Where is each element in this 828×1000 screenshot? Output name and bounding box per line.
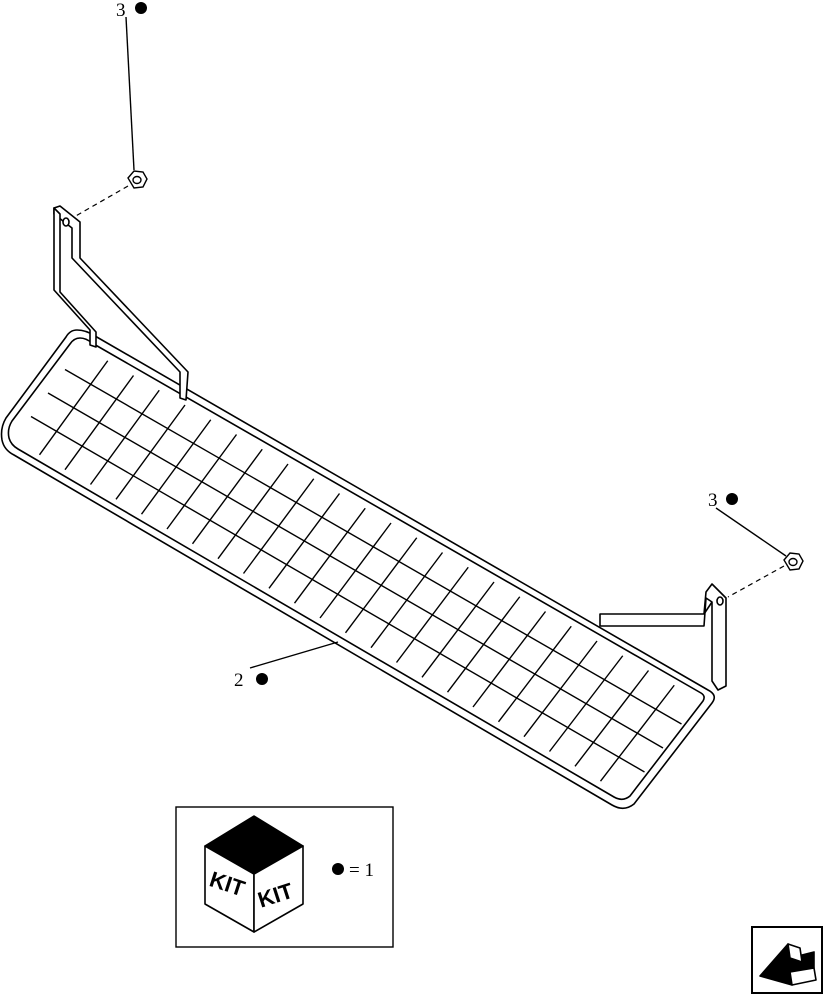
mesh-cross-wire (64, 375, 135, 471)
leader-lines (125, 16, 787, 669)
mesh-cross-wire (344, 537, 418, 634)
hex-nut-top (127, 170, 148, 189)
callout-2[interactable]: 2 (234, 670, 268, 691)
mesh-cross-wire (89, 389, 160, 485)
kit-dot-icon (256, 673, 268, 685)
mesh-cross-wire (497, 625, 572, 723)
mesh-cross-wire (395, 566, 469, 663)
mesh-guard (0, 329, 716, 810)
callout-3-right[interactable]: 3 (708, 490, 738, 511)
mesh-cross-wire (166, 434, 238, 530)
hex-nut-right (783, 552, 804, 571)
mesh-cross-wire (115, 404, 186, 500)
back-arrow-icon (759, 943, 817, 986)
mesh-grid (30, 360, 682, 782)
callout-number: 3 (116, 0, 126, 21)
mesh-cross-wire (370, 552, 444, 649)
mesh-cross-wire (319, 522, 392, 619)
mesh-cross-wire (446, 596, 521, 693)
mesh-cross-wire (217, 463, 289, 560)
mesh-cross-wire (191, 448, 263, 545)
mesh-cross-wire (140, 419, 212, 515)
kit-equals-text: = 1 (349, 860, 374, 881)
kit-dot-icon (726, 493, 738, 505)
mesh-cross-wire (268, 493, 341, 589)
mesh-cross-wire (574, 670, 650, 767)
mesh-cross-wire (421, 581, 495, 678)
mesh-cross-wire (548, 655, 624, 752)
assembly-lines (73, 185, 785, 598)
mesh-guard-frame-inner (7, 337, 705, 801)
back-navigation-button[interactable] (751, 926, 823, 994)
mesh-cross-wire (472, 611, 547, 708)
kit-legend: KIT KIT = 1 (175, 806, 394, 948)
mesh-cross-wire (293, 507, 366, 604)
left-mounting-bracket (53, 205, 189, 401)
right-mounting-bracket (599, 583, 727, 691)
left-bracket-hole (62, 217, 70, 227)
mesh-cross-wire (242, 478, 315, 574)
kit-dot-icon (135, 2, 147, 14)
callout-3-top[interactable]: 3 (116, 0, 147, 21)
kit-box-icon (204, 815, 304, 933)
mesh-cross-wire (523, 640, 598, 738)
right-bracket-hole (716, 596, 724, 606)
mesh-guard-frame-outer (0, 329, 716, 810)
mesh-cross-wire (599, 684, 675, 782)
kit-dot-icon (332, 863, 344, 875)
mesh-cross-wire (38, 360, 109, 456)
callout-number: 3 (708, 490, 718, 511)
callout-number: 2 (234, 670, 244, 691)
